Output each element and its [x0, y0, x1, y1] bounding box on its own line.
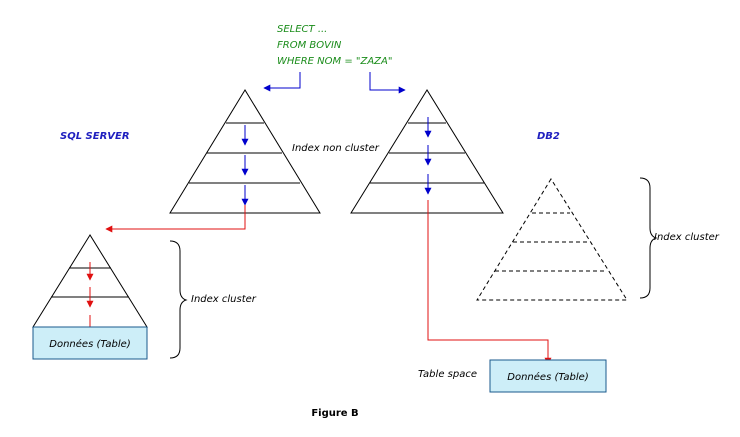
query-arrow-left — [263, 72, 301, 92]
table-space-label: Table space — [418, 369, 477, 380]
query-line-select: SELECT ... — [277, 24, 327, 35]
sql-server-clustered-index-pyramid — [32, 234, 148, 328]
left-red-connector — [105, 205, 246, 233]
right-index-cluster-label: Index cluster — [654, 232, 720, 243]
left-data-table-box — [32, 326, 148, 360]
left-index-cluster-brace — [169, 240, 188, 359]
figure-caption: Figure B — [311, 408, 358, 419]
db2-title: DB2 — [537, 131, 560, 142]
left-index-cluster-label: Index cluster — [191, 294, 257, 305]
query-line-where: WHERE NOM = "ZAZA" — [277, 56, 392, 67]
query-arrow-right — [369, 72, 406, 94]
index-non-cluster-label: Index non cluster — [292, 143, 380, 154]
right-red-connector — [427, 200, 552, 365]
right-data-table-label: Données (Table) — [507, 371, 588, 383]
right-index-cluster-brace — [639, 177, 658, 299]
db2-nonclustered-index-pyramid — [350, 89, 504, 214]
db2-clustered-index-dashed-pyramid — [476, 178, 628, 301]
query-line-from: FROM BOVIN — [277, 40, 342, 51]
sql-server-title: SQL SERVER — [60, 131, 130, 142]
right-data-table-box — [489, 359, 607, 393]
left-data-table-label: Données (Table) — [49, 338, 130, 350]
